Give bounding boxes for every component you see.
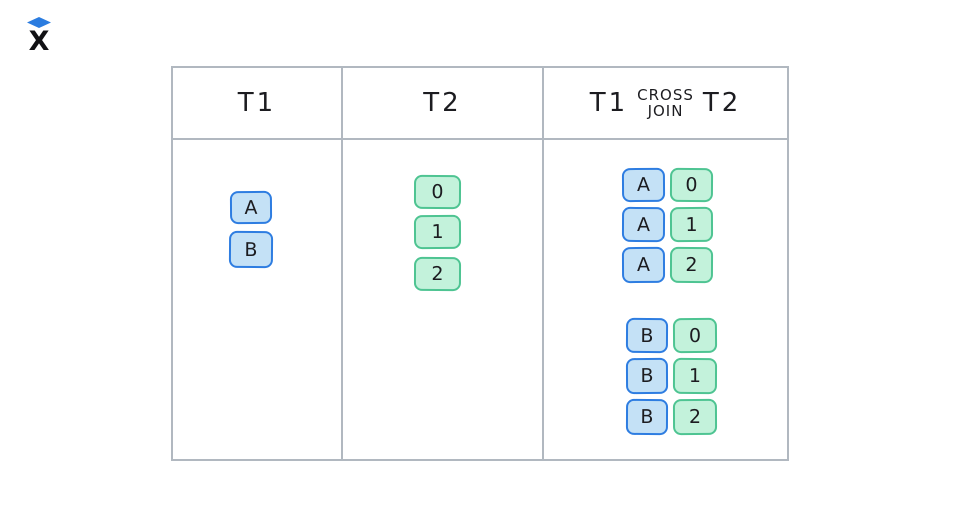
column-cross-join-body: A 0 A 1 A 2 B 0 B 1 B 2	[544, 140, 787, 459]
cross-pair-t1-box: A	[621, 246, 666, 284]
cross-pair-t2-box: 2	[669, 246, 714, 284]
header-cross-op-top: CROSS	[637, 86, 694, 104]
t2-value-box: 0	[413, 174, 462, 210]
cross-pair-t1-box: B	[625, 357, 669, 395]
header-cross-left: T1	[589, 88, 629, 118]
brand-logo: X	[26, 17, 52, 55]
cross-join-diagram-table: T1 T2 T1 CROSS JOIN T2 A B 0 1 2 A 0 A 1…	[171, 66, 789, 461]
cross-pair-t2-box: 1	[672, 357, 718, 395]
graduation-cap-diamond-icon	[27, 17, 51, 28]
cross-pair-t1-box: A	[621, 167, 666, 203]
column-t1-body: A B	[173, 140, 343, 459]
cross-pair-t1-box: B	[625, 317, 669, 354]
t1-value-box: A	[229, 190, 273, 225]
cross-pair-t1-box: A	[621, 206, 666, 243]
header-t2: T2	[343, 68, 544, 140]
header-cross-join: T1 CROSS JOIN T2	[544, 68, 787, 140]
header-t1: T1	[173, 68, 343, 140]
column-t2-body: 0 1 2	[343, 140, 544, 459]
t2-value-box: 2	[413, 256, 462, 292]
t1-value-box: B	[228, 230, 274, 269]
cross-pair-t2-box: 2	[672, 398, 718, 436]
header-cross-op-bottom: JOIN	[647, 102, 684, 120]
logo-letter: X	[28, 26, 50, 57]
t2-value-box: 1	[413, 214, 462, 250]
header-cross-right: T2	[702, 88, 742, 118]
cross-pair-t2-box: 0	[672, 317, 718, 354]
cross-pair-t1-box: B	[625, 398, 669, 436]
header-cross-operator: CROSS JOIN	[637, 87, 694, 119]
cross-pair-t2-box: 1	[669, 206, 714, 243]
cross-pair-t2-box: 0	[669, 167, 714, 203]
